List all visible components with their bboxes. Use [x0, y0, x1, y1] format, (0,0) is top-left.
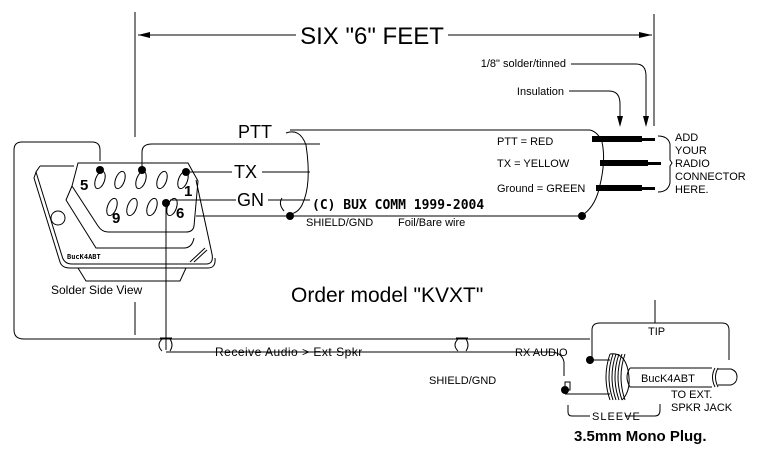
length-dimension: SIX "6" FEET: [134, 12, 655, 137]
shield-dot-left: [286, 212, 294, 220]
arrow-left-icon: [138, 32, 150, 38]
lead-ground-tinned: [642, 187, 655, 190]
audio-cable: Receive Audio > Ext Spkr RX AUDIO SHIELD…: [158, 337, 610, 395]
color-code-ptt: PTT = RED: [497, 136, 553, 148]
db9-mount-hole: [50, 210, 66, 226]
color-code-tx: TX = YELLOW: [497, 158, 570, 170]
lead-ptt-insulation: [592, 136, 642, 142]
db9-connector: BucK4ABT 5 1 9 6 Solder Side View: [33, 162, 216, 335]
pin-label-1: 1: [184, 183, 192, 200]
db9-pins-bottom: [106, 197, 178, 217]
db9-flange-edge: [33, 171, 216, 269]
shield-dot-right: [578, 212, 586, 220]
solder-dot-pin1: [182, 168, 190, 176]
cable-left-end: [285, 131, 309, 215]
pin-label-5: 5: [80, 177, 88, 194]
connector-wires: TX GN PTT: [170, 122, 590, 217]
note-line-2: YOUR: [675, 145, 707, 157]
note-line-1: ADD: [675, 132, 698, 144]
wire-leads: [592, 135, 673, 193]
wire-label-gn: GN: [237, 190, 264, 210]
receive-audio-label: Receive Audio > Ext Spkr: [215, 345, 363, 359]
cable-body: PTT = RED TX = YELLOW Ground = GREEN (C)…: [279, 129, 605, 229]
plug-brand: BucK4ABT: [641, 373, 695, 385]
plug-tip: [718, 368, 738, 386]
solder-dot-pin5: [96, 166, 104, 174]
pin-label-9: 9: [112, 210, 120, 227]
shield-label: SHIELD/GND: [306, 217, 373, 229]
lead-tx-insulation: [600, 160, 648, 166]
note-line-3: RADIO: [675, 158, 710, 170]
sleeve-label: SLEEVE: [592, 411, 641, 423]
sleeve-bracket: [567, 404, 661, 417]
callouts: 1/8" solder/tinned Insulation: [481, 58, 649, 127]
ground-wire-loop: [13, 141, 590, 340]
pin-7: [146, 197, 158, 217]
wire-ptt-inner: [141, 143, 320, 169]
solder-dot-pin6: [162, 199, 170, 207]
pin-2: [156, 170, 168, 190]
pin-label-6: 6: [176, 205, 184, 222]
cable-left-end-curl: [279, 197, 285, 212]
db9-brand: BucK4ABT: [67, 253, 101, 261]
callout-insulation-leader: [569, 90, 621, 120]
wire-label-ptt: PTT: [238, 122, 272, 142]
pin-4: [114, 170, 126, 190]
plug-shaft-lower: [626, 367, 712, 388]
pin-9: [106, 197, 118, 217]
pin-8: [126, 197, 138, 217]
lead-ground-insulation: [596, 185, 642, 191]
audio-shield-bend: [549, 351, 565, 376]
wire-label-tx: TX: [234, 162, 257, 182]
copyright-text: (C) BUX COMM 1999-2004: [312, 198, 484, 213]
solder-side-view-caption: Solder Side View: [51, 283, 143, 297]
to-ext-label: TO EXT.: [671, 389, 712, 401]
order-model-text: Order model "KVXT": [291, 284, 483, 307]
plug-title: 3.5mm Mono Plug.: [574, 428, 707, 445]
db9-hatch: [189, 247, 208, 263]
audio-shield-label: SHIELD/GND: [429, 375, 496, 387]
rx-audio-label: RX AUDIO: [515, 347, 568, 359]
plug-grip: [605, 353, 630, 401]
spkr-jack-label: SPKR JACK: [671, 402, 733, 414]
foil-label: Foil/Bare wire: [398, 217, 465, 229]
note-line-5: HERE.: [675, 184, 709, 196]
sleeve-tab: [564, 381, 571, 391]
callout-insulation: Insulation: [517, 86, 564, 98]
callout-solder: 1/8" solder/tinned: [481, 58, 566, 70]
note-line-4: CONNECTOR: [675, 171, 746, 183]
color-code-ground: Ground = GREEN: [497, 183, 585, 195]
solder-dot-pin3: [138, 166, 146, 174]
audio-shrink-left: [158, 338, 173, 352]
radio-connector-note: ADD YOUR RADIO CONNECTOR HERE.: [675, 132, 746, 196]
audio-shrink-right: [454, 338, 469, 352]
arrow-down-icon: [643, 116, 649, 127]
db9-flange: [35, 165, 213, 265]
lead-tx-tinned: [648, 162, 661, 165]
radio-brace: [657, 135, 673, 193]
lead-ptt-tinned: [642, 138, 655, 141]
tip-label: TIP: [648, 326, 665, 338]
arrow-down-icon: [617, 116, 623, 127]
callout-solder-leader: [571, 63, 647, 120]
db9-shell-lower: [65, 185, 195, 249]
plug-insulator: [712, 367, 719, 388]
arrow-right-icon: [639, 32, 652, 38]
dimension-label: SIX "6" FEET: [300, 23, 444, 50]
tip-bracket: [591, 322, 730, 360]
db9-bottom: [77, 267, 187, 282]
db9-shell: [71, 162, 199, 233]
cable-right-end: [583, 129, 605, 215]
mono-plug: TIP BucK4ABT TO EXT. SPKR JACK SLEEVE 3.…: [567, 300, 738, 445]
